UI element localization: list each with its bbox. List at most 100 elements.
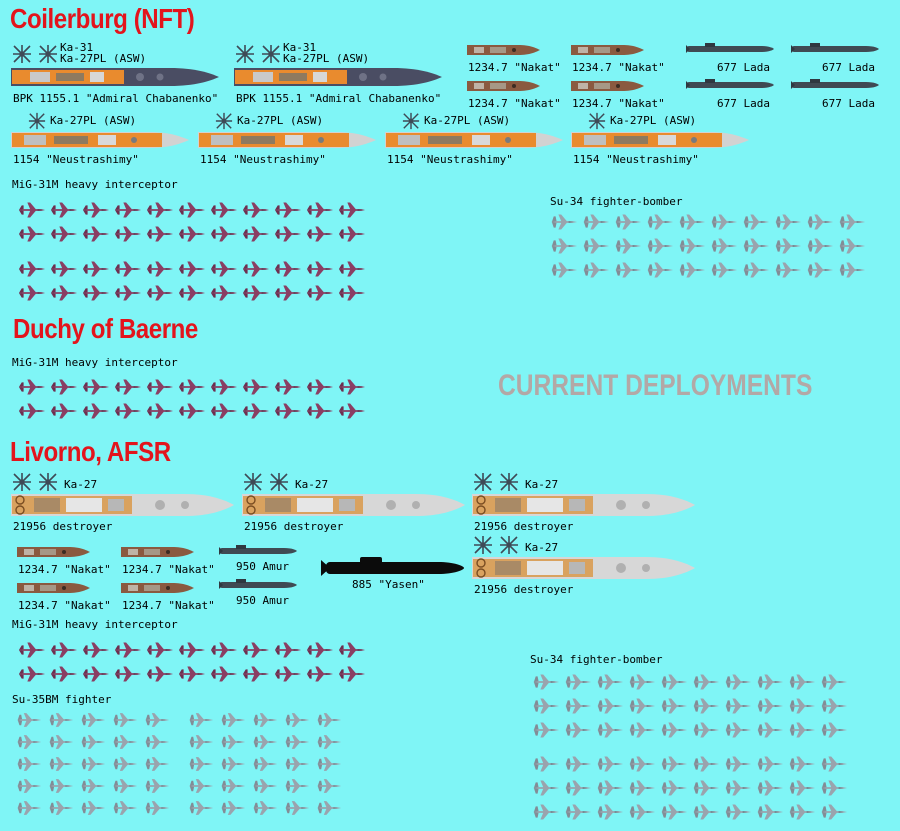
jet-icon-mig bbox=[242, 224, 270, 244]
helicopter-label: Ka-31 bbox=[283, 41, 317, 54]
jet-icon-su bbox=[252, 711, 278, 729]
jet-icon-su bbox=[756, 696, 784, 716]
jet-icon-su bbox=[646, 212, 674, 232]
jet-icon-mig bbox=[242, 259, 270, 279]
helicopter-icon bbox=[12, 44, 32, 64]
jet-icon-mig bbox=[18, 640, 46, 660]
ship-hull bbox=[570, 42, 645, 58]
jet-icon-su bbox=[806, 236, 834, 256]
ship-class-label: 1234.7 "Nakat" bbox=[122, 563, 215, 576]
jet-icon-mig bbox=[146, 377, 174, 397]
jet-icon-su bbox=[144, 799, 170, 817]
jet-icon-mig bbox=[274, 224, 302, 244]
jet-icon-su bbox=[660, 778, 688, 798]
jet-icon-mig bbox=[82, 283, 110, 303]
ship-hull bbox=[241, 490, 466, 520]
jet-icon-mig bbox=[146, 283, 174, 303]
jet-icon-su bbox=[188, 711, 214, 729]
helicopter-label: Ka-27PL (ASW) bbox=[610, 114, 697, 127]
jet-icon-su bbox=[724, 778, 752, 798]
jet-icon-mig bbox=[242, 640, 270, 660]
ship-class-label: 1154 "Neustrashimy" bbox=[13, 153, 139, 166]
jet-icon-su bbox=[550, 212, 578, 232]
jet-icon-su bbox=[144, 711, 170, 729]
jet-icon-su bbox=[532, 754, 560, 774]
ship-class-label: 1234.7 "Nakat" bbox=[572, 97, 665, 110]
jet-icon-su bbox=[582, 212, 610, 232]
jet-icon-su bbox=[678, 212, 706, 232]
jet-icon-mig bbox=[178, 377, 206, 397]
jet-icon-su bbox=[16, 711, 42, 729]
helicopter-label: Ka-27PL (ASW) bbox=[424, 114, 511, 127]
jet-icon-su bbox=[660, 802, 688, 822]
jet-icon-mig bbox=[338, 224, 366, 244]
jet-icon-su bbox=[820, 802, 848, 822]
submarine-lada: 677 Lada bbox=[685, 42, 780, 76]
jet-icon-su bbox=[532, 672, 560, 692]
jet-icon-su bbox=[252, 755, 278, 773]
submarine-amur: 950 Amur bbox=[218, 578, 303, 612]
jet-icon-mig bbox=[274, 377, 302, 397]
jet-icon-su bbox=[838, 212, 866, 232]
jet-icon-mig bbox=[114, 377, 142, 397]
jet-icon-su bbox=[596, 696, 624, 716]
jet-icon-su bbox=[806, 260, 834, 280]
jet-icon-mig bbox=[210, 200, 238, 220]
jet-icon-su bbox=[628, 672, 656, 692]
ship-class-label: 677 Lada bbox=[822, 61, 875, 74]
jet-icon-su bbox=[710, 260, 738, 280]
ship-hull bbox=[570, 128, 750, 152]
jet-icon-su bbox=[188, 755, 214, 773]
jet-icon-su bbox=[112, 711, 138, 729]
jet-icon-su bbox=[188, 777, 214, 795]
jet-icon-mig bbox=[338, 401, 366, 421]
jet-icon-su bbox=[564, 778, 592, 798]
jet-icon-mig bbox=[178, 401, 206, 421]
ship-neustrashimy: Ka-27PL (ASW) 1154 "Neustrashimy" bbox=[570, 112, 755, 168]
submarine-hull bbox=[790, 78, 880, 92]
jet-icon-su bbox=[112, 755, 138, 773]
aircraft-group-label: Su-34 fighter-bomber bbox=[530, 653, 663, 666]
submarine-hull bbox=[790, 42, 880, 56]
ship-21956-destroyer: Ka-27 21956 destroyer bbox=[241, 472, 469, 538]
ship-class-label: 950 Amur bbox=[236, 560, 289, 573]
jet-icon-su bbox=[80, 799, 106, 817]
jet-icon-su bbox=[564, 696, 592, 716]
helicopter-label: Ka-27 bbox=[525, 541, 559, 554]
ship-neustrashimy: Ka-27PL (ASW) 1154 "Neustrashimy" bbox=[197, 112, 382, 168]
ship-class-label: 677 Lada bbox=[717, 97, 770, 110]
jet-icon-mig bbox=[114, 259, 142, 279]
jet-icon-su bbox=[532, 696, 560, 716]
jet-icon-mig bbox=[18, 283, 46, 303]
ship-hull bbox=[120, 580, 195, 596]
jet-icon-su bbox=[724, 802, 752, 822]
jet-icon-mig bbox=[306, 640, 334, 660]
jet-icon-su bbox=[788, 754, 816, 774]
helicopter-label: Ka-27PL (ASW) bbox=[60, 52, 147, 65]
jet-icon-su bbox=[144, 755, 170, 773]
jet-icon-mig bbox=[82, 224, 110, 244]
jet-icon-mig bbox=[274, 259, 302, 279]
jet-icon-su bbox=[532, 802, 560, 822]
helicopter-icon bbox=[261, 44, 281, 64]
ship-hull bbox=[16, 580, 91, 596]
jet-icon-mig bbox=[210, 401, 238, 421]
section-heading-coilerburg: Coilerburg (NFT) bbox=[10, 3, 195, 34]
jet-icon-su bbox=[820, 720, 848, 740]
submarine-amur: 950 Amur bbox=[218, 544, 303, 578]
jet-icon-su bbox=[756, 720, 784, 740]
jet-icon-mig bbox=[18, 401, 46, 421]
jet-icon-su bbox=[596, 802, 624, 822]
ship-neustrashimy: Ka-27PL (ASW) 1154 "Neustrashimy" bbox=[10, 112, 195, 168]
submarine-hull bbox=[320, 556, 465, 580]
jet-icon-su bbox=[564, 754, 592, 774]
ship-neustrashimy: Ka-27PL (ASW) 1154 "Neustrashimy" bbox=[384, 112, 569, 168]
jet-icon-su bbox=[724, 672, 752, 692]
jet-icon-su bbox=[284, 711, 310, 729]
jet-icon-su bbox=[692, 696, 720, 716]
jet-icon-su bbox=[316, 733, 342, 751]
jet-icon-su bbox=[80, 777, 106, 795]
jet-icon-mig bbox=[210, 224, 238, 244]
jet-icon-su bbox=[48, 799, 74, 817]
jet-icon-mig bbox=[18, 259, 46, 279]
